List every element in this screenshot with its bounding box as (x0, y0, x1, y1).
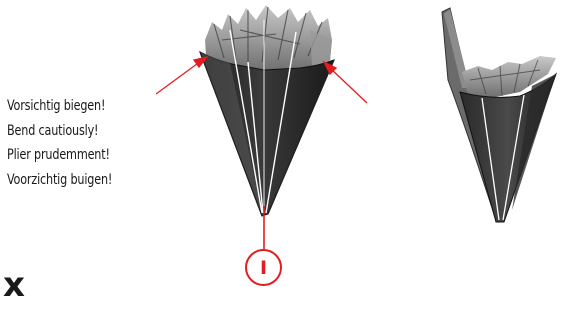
step-marker-label: I (260, 257, 267, 279)
bend-warning-list: Vorsichtig biegen! Bend cautiously! Plie… (7, 94, 129, 192)
warning-line-french: Plier prudemment! (7, 143, 112, 168)
left-bend-arrow (156, 57, 207, 94)
step-marker-circle: I (245, 249, 282, 286)
right-bend-arrow (324, 62, 367, 103)
corner-x-mark: x (3, 268, 25, 302)
warning-line-german: Vorsichtig biegen! (7, 94, 112, 119)
warning-line-dutch: Voorzichtig buigen! (7, 168, 112, 193)
warning-line-english: Bend cautiously! (7, 119, 112, 144)
fries-cone-side-view (442, 8, 556, 222)
